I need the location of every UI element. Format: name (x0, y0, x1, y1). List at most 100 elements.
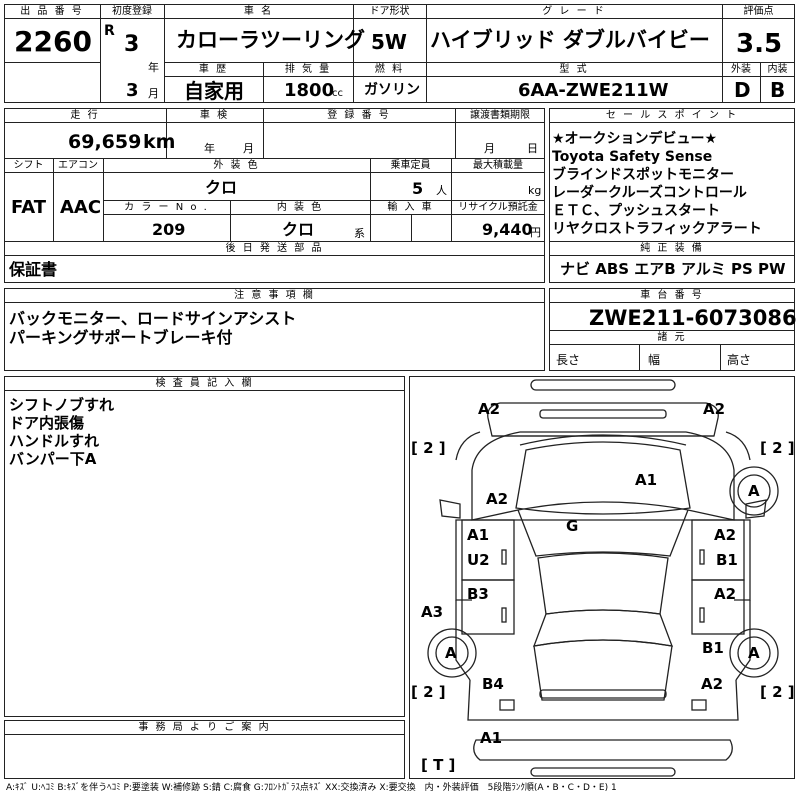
damage-fender-left: A2 (486, 490, 509, 508)
month-unit: 月 (148, 87, 159, 100)
reg-month: 3 (126, 80, 139, 101)
damage-wheel-rear-left: A (445, 644, 457, 662)
damage-hood: A1 (635, 471, 658, 489)
transfer-day-unit: 日 (527, 142, 538, 155)
inspector-line: ドア内張傷 (9, 414, 85, 432)
sales-points-section (549, 108, 795, 283)
score-label: 評価点 (723, 5, 794, 18)
door-label: ドア形状 (354, 5, 425, 18)
note-line: バックモニター、ロードサインアシスト (9, 309, 297, 328)
damage-front-left: A2 (478, 400, 501, 418)
inspector-section (4, 376, 405, 717)
history-label: 車 歴 (165, 63, 262, 76)
equipment-value: ナビ ABS エアB アルミ PS PW (560, 260, 786, 278)
car-name: カローラツーリング (176, 28, 365, 52)
damage-diagram (409, 376, 795, 779)
int-color: クロ (282, 220, 315, 239)
fuel-label: 燃 料 (354, 63, 425, 76)
displacement-unit: cc (332, 88, 343, 99)
recycle-label: リサイクル預託金 (452, 201, 544, 214)
sales-point-item: レーダークルーズコントロール (552, 185, 747, 201)
inspector-line: バンパー下A (9, 450, 97, 468)
damage-rear-left: B4 (482, 675, 504, 693)
dims-label: 諸 元 (550, 331, 794, 344)
model: 6AA-ZWE211W (518, 80, 669, 101)
load-unit: kg (528, 184, 542, 197)
lot-no: 2260 (14, 25, 92, 58)
ac: AAC (60, 197, 102, 218)
model-label: 型 式 (427, 63, 721, 76)
header-section (4, 4, 795, 103)
history: 自家用 (184, 79, 244, 103)
chassis-label: 車 台 番 号 (550, 289, 794, 302)
damage-quarter-left: A3 (421, 603, 444, 621)
damage-quarter-right: B1 (702, 639, 724, 657)
height-label: 高さ (727, 353, 752, 367)
car-name-label: 車 名 (165, 5, 352, 18)
color-no-label: カ ラ ー N o . (104, 201, 229, 214)
fuel: ガソリン (364, 82, 420, 98)
grade-label: グ レ ー ド (427, 5, 721, 18)
door: 5W (371, 30, 407, 54)
inspector-line: ハンドルすれ (9, 432, 100, 450)
inspector-line: シフトノブすれ (9, 396, 115, 414)
bracket-front-left: [ 2 ] (411, 439, 446, 457)
year-unit: 年 (148, 61, 159, 74)
mileage: 69,659 (68, 131, 142, 153)
sales-point-item: リヤクロストラフィックアラート (552, 221, 762, 237)
exterior-label: 外装 (723, 63, 759, 76)
bracket-rear-left: [ 2 ] (411, 683, 446, 701)
load-label: 最大積載量 (452, 159, 544, 172)
import-label: 輸 入 車 (371, 201, 450, 214)
inspector-list: シフトノブすれ ドア内張傷 ハンドルすれ バンパー下A (9, 396, 114, 468)
vehicle-info-section (4, 108, 545, 283)
damage-door-rr: A2 (714, 585, 737, 603)
transfer-month-unit: 月 (484, 142, 495, 155)
interior-grade: B (770, 78, 786, 102)
inspection-label: 車 検 (167, 109, 262, 122)
damage-door-fr-b: B1 (716, 551, 738, 569)
lot-no-label: 出 品 番 号 (5, 5, 99, 18)
displacement-label: 排 気 量 (264, 63, 352, 76)
shift: FAT (11, 197, 47, 218)
sales-point-item: Toyota Safety Sense (552, 149, 713, 165)
color-label: 外 装 色 (104, 159, 369, 172)
int-color-label: 内 装 色 (231, 201, 369, 214)
office-label: 事 務 局 よ り ご 案 内 (5, 721, 404, 734)
legend-text: A:ｷｽﾞ U:ﾍｺﾐ B:ｷｽﾞを伴うﾍｺﾐ P:要塗装 W:補修跡 S:錆 … (6, 783, 617, 793)
sales-points-label: セ ー ル ス ポ イ ン ト (550, 109, 794, 122)
inspector-label: 検 査 員 記 入 欄 (5, 377, 404, 390)
damage-rear-right: A2 (701, 675, 724, 693)
chassis-number: ZWE211-6073086 (589, 306, 797, 330)
damage-door-fl-u: U2 (467, 551, 490, 569)
width-label: 幅 (648, 353, 661, 367)
equipment-label: 純 正 装 備 (550, 242, 794, 255)
transfer-label: 譲渡書類期限 (456, 109, 544, 122)
office-section (4, 720, 405, 779)
note-line: パーキングサポートブレーキ付 (9, 328, 233, 347)
recycle: 9,440 (482, 220, 533, 239)
color-no: 209 (152, 220, 186, 239)
first-reg-label: 初度登録 (101, 5, 163, 18)
interior-label: 内装 (761, 63, 794, 76)
recycle-unit: 円 (530, 226, 541, 239)
mileage-label: 走 行 (5, 109, 165, 122)
mileage-unit: km (143, 131, 176, 153)
trunk-mark: [ T ] (421, 756, 456, 774)
score: 3.5 (736, 29, 783, 59)
length-label: 長さ (556, 353, 581, 367)
capacity: 5 (412, 179, 424, 198)
insp-year-unit: 年 (204, 142, 215, 155)
grade: ハイブリッド ダブルバイビー (430, 28, 710, 52)
int-color-unit: 系 (354, 227, 365, 240)
damage-front-right: A2 (703, 400, 726, 418)
damage-wheel-front-right: A (748, 482, 760, 500)
later-parts-value: 保証書 (9, 260, 58, 279)
chassis-section (549, 288, 795, 371)
sales-point-item: ＥＴＣ、プッシュスタート (552, 203, 720, 219)
displacement: 1800 (284, 80, 335, 101)
notes-label: 注 意 事 項 欄 (5, 289, 544, 302)
damage-door-rl: B3 (467, 585, 489, 603)
insp-month-unit: 月 (243, 142, 254, 155)
damage-door-fr-a: A2 (714, 526, 737, 544)
